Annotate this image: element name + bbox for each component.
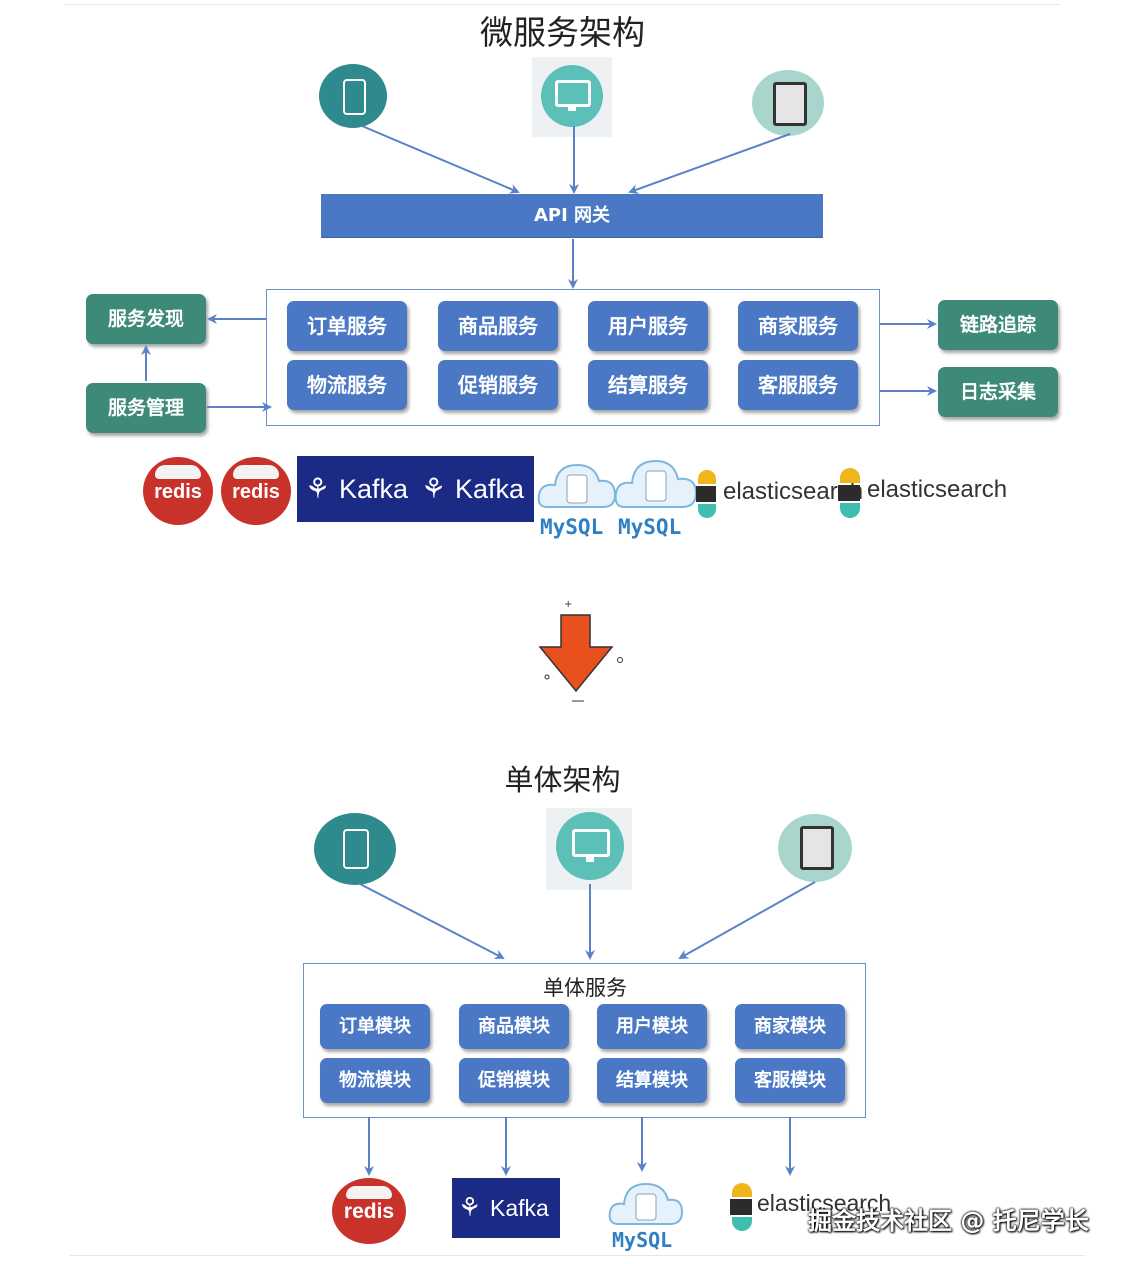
module-settlement: 结算模块 <box>597 1058 707 1103</box>
kafka-label: Kafka <box>339 474 409 504</box>
service-merchant: 商家服务 <box>738 301 858 351</box>
service-product: 商品服务 <box>438 301 558 351</box>
kafka-logo-banner: ⚘ Kafka ⚘ Kafka <box>297 456 534 522</box>
module-order: 订单模块 <box>320 1004 430 1049</box>
mysql-cloud-icon <box>537 463 617 508</box>
monitor-icon <box>556 812 624 880</box>
phone-icon <box>319 64 387 128</box>
mysql-label: MySQL <box>612 1228 673 1252</box>
monitor-icon-tile <box>532 57 612 137</box>
monolith-title: 单体架构 <box>504 763 621 797</box>
redis-logo-icon: redis <box>332 1178 406 1244</box>
microservice-title: 微服务架构 <box>480 13 645 52</box>
elasticsearch-logo-icon <box>838 468 862 522</box>
elasticsearch-label: elasticsearch <box>867 476 1008 503</box>
elasticsearch-label: elasticsearch <box>757 1190 892 1216</box>
elasticsearch-logo-icon <box>696 470 718 522</box>
trace-tracking: 链路追踪 <box>938 300 1058 350</box>
module-user: 用户模块 <box>597 1004 707 1049</box>
phone-icon <box>314 813 396 885</box>
api-gateway: API 网关 <box>321 194 823 237</box>
module-merchant: 商家模块 <box>735 1004 845 1049</box>
service-user: 用户服务 <box>588 301 708 351</box>
redis-logo-icon: redis <box>143 457 213 525</box>
module-logistics: 物流模块 <box>320 1058 430 1103</box>
tablet-icon <box>752 70 824 136</box>
redis-logo-icon: redis <box>221 457 291 525</box>
service-customer: 客服服务 <box>738 360 858 410</box>
monitor-icon-tile <box>546 808 632 890</box>
kafka-logo-icon: ⚘ <box>458 1192 482 1222</box>
mysql-cloud-icon <box>614 459 698 508</box>
mysql-label: MySQL <box>618 515 682 539</box>
elasticsearch-logo-icon <box>730 1183 754 1235</box>
service-discovery: 服务发现 <box>86 294 206 344</box>
log-collection: 日志采集 <box>938 367 1058 417</box>
svg-text:+: + <box>564 599 572 610</box>
monitor-icon <box>541 65 603 127</box>
module-customer: 客服模块 <box>735 1058 845 1103</box>
mysql-label: MySQL <box>540 515 604 539</box>
kafka-logo-banner: ⚘ Kafka <box>452 1178 560 1238</box>
kafka-logo-icon: ⚘ <box>305 473 331 504</box>
module-promotion: 促销模块 <box>459 1058 569 1103</box>
service-order: 订单服务 <box>287 301 407 351</box>
down-arrow-icon: + <box>538 599 623 702</box>
tablet-icon <box>778 814 852 882</box>
module-product: 商品模块 <box>459 1004 569 1049</box>
kafka-label: Kafka <box>455 474 525 504</box>
mysql-cloud-icon <box>608 1182 684 1225</box>
monolith-service-title: 单体服务 <box>543 976 627 1000</box>
service-settlement: 结算服务 <box>588 360 708 410</box>
service-promotion: 促销服务 <box>438 360 558 410</box>
kafka-logo-icon: ⚘ <box>421 473 447 504</box>
watermark: 掘金技术社区 @ 托尼学长 <box>808 1207 1089 1235</box>
service-management: 服务管理 <box>86 383 206 433</box>
kafka-label: Kafka <box>490 1195 549 1221</box>
service-logistics: 物流服务 <box>287 360 407 410</box>
